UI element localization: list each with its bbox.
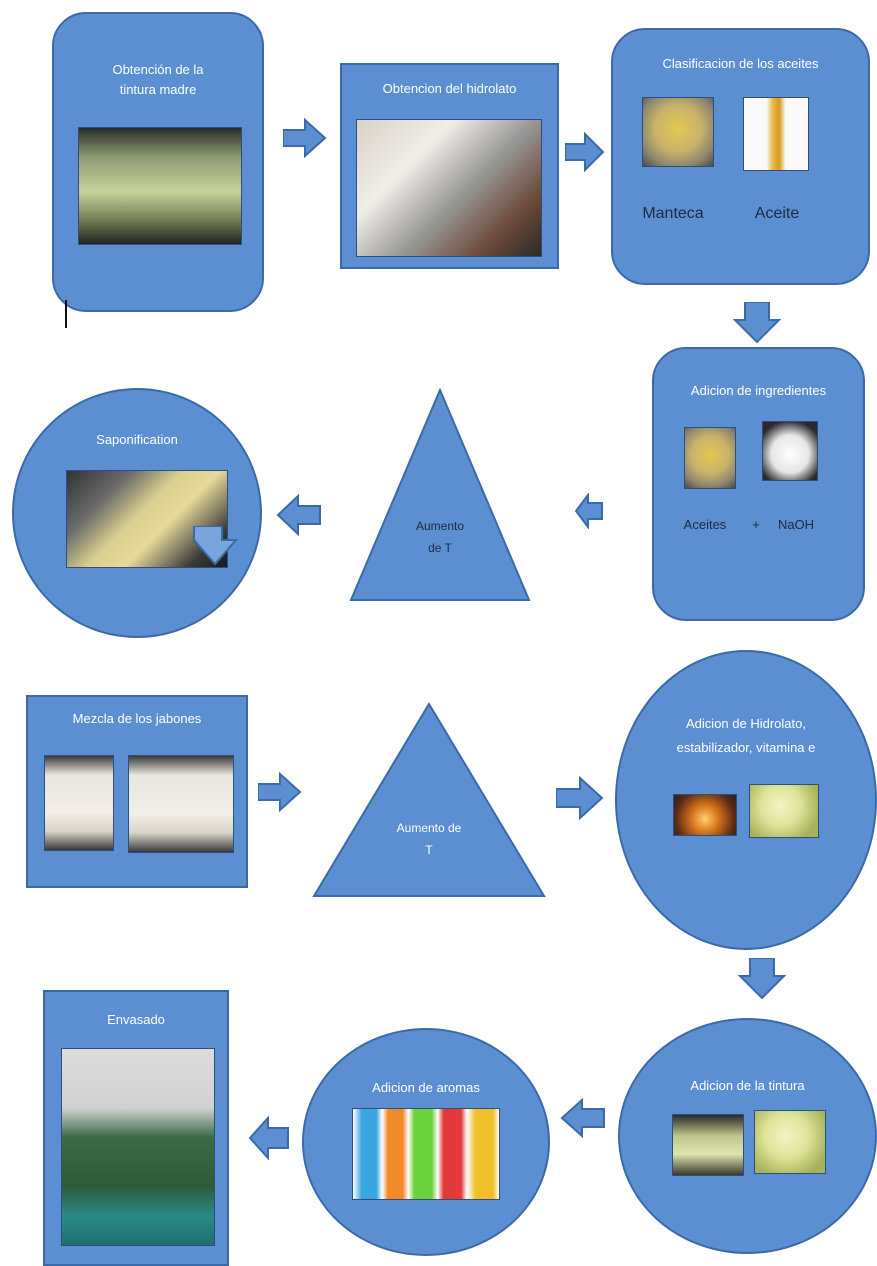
aceites-label: Aceites (683, 517, 727, 532)
tintura-jar-photo (78, 127, 242, 245)
aromas-bottles-photo (352, 1108, 500, 1200)
manteca-label: Manteca (642, 205, 704, 222)
arrow-down-1 (732, 301, 782, 349)
step-aumento-t-1: Aumento de T (349, 387, 531, 607)
step-clasificacion-title: Clasificacion de los aceites (662, 56, 819, 71)
adicion-aromas-title: Adicion de aromas (372, 1080, 480, 1095)
step-mezcla-title: Mezcla de los jabones (72, 711, 202, 726)
vitamina-e-photo (749, 784, 819, 838)
arrow-right-2 (564, 131, 605, 177)
hidrolato-distiller-photo (356, 119, 542, 257)
step-envasado: Envasado (43, 990, 229, 1266)
envasado-title: Envasado (107, 1012, 165, 1027)
arrow-right-1 (282, 117, 327, 163)
aumento-t-2-line1: Aumento de (396, 821, 462, 835)
step-adicion-ingredientes-title: Adicion de ingredientes (690, 383, 827, 398)
arrow-left-4 (248, 1115, 290, 1165)
step-hidrolato-title: Obtencion del hidrolato (382, 81, 517, 96)
tintura-mixture-photo (754, 1110, 826, 1174)
hidrolato-stabilizer-photo (673, 794, 737, 836)
step-adicion-hidrolato: Adicion de Hidrolato, estabilizador, vit… (615, 650, 877, 950)
plus-sign: + (752, 517, 760, 532)
naoh-powder-photo (762, 421, 818, 481)
tintura-jar-photo-2 (672, 1114, 744, 1176)
step-saponificacion: Saponification (12, 388, 262, 638)
arrow-down-2 (737, 957, 787, 1005)
adicion-hidrolato-line2: estabilizador, vitamina e (676, 740, 816, 755)
step-adicion-tintura: Adicion de la tintura (618, 1018, 877, 1254)
manteca-photo (642, 97, 714, 167)
step-aumento-t-2: Aumento de T (312, 702, 546, 903)
aumento-t-1-line1: Aumento (415, 519, 465, 533)
step-clasificacion-aceites: Clasificacion de los aceites Manteca Ace… (611, 28, 870, 285)
arrow-left-1 (574, 492, 604, 534)
text-cursor (65, 300, 67, 328)
saponificacion-down-arrow (192, 525, 240, 573)
step-tintura-madre: Obtención de la tintura madre (52, 12, 264, 312)
naoh-label: NaOH (777, 517, 815, 532)
mezcla-machine-photo-1 (44, 755, 114, 851)
aumento-t-2-line2: T (425, 843, 433, 857)
saponificacion-pot-photo (66, 470, 228, 568)
envasado-bottle-photo (61, 1048, 215, 1246)
aceite-bottle-photo (743, 97, 809, 171)
aceites-bowl-photo (684, 427, 736, 489)
aceite-label: Aceite (754, 205, 800, 222)
arrow-right-3 (257, 771, 302, 817)
step-hidrolato: Obtencion del hidrolato (340, 63, 559, 269)
step-adicion-aromas: Adicion de aromas (302, 1028, 550, 1256)
step-saponificacion-title: Saponification (96, 432, 178, 447)
step-tintura-madre-title: Obtención de la tintura madre (112, 62, 204, 97)
arrow-right-4 (555, 775, 604, 825)
mezcla-machine-photo-2 (128, 755, 234, 853)
step-adicion-ingredientes: Adicion de ingredientes Aceites + NaOH (652, 347, 865, 621)
arrow-left-3 (560, 1097, 606, 1143)
arrow-left-2 (276, 493, 322, 541)
adicion-hidrolato-line1: Adicion de Hidrolato, (686, 716, 806, 731)
step-mezcla-jabones: Mezcla de los jabones (26, 695, 248, 888)
adicion-tintura-title: Adicion de la tintura (690, 1078, 805, 1093)
aumento-t-1-line2: de T (428, 541, 452, 555)
